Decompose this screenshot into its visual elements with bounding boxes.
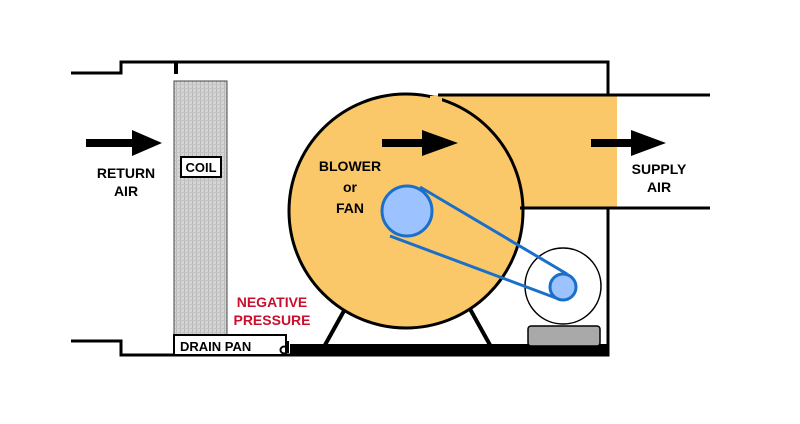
return-air-label-line1: RETURN (97, 165, 155, 181)
motor-base (527, 325, 601, 347)
blower-label-line1: BLOWER (319, 158, 381, 174)
drain-pan-label: DRAIN PAN (180, 339, 251, 354)
coil (173, 80, 228, 336)
supply-air-label-line1: SUPPLY (632, 161, 687, 177)
drain-trap-icon (279, 341, 289, 355)
negative-pressure-label-line2: PRESSURE (233, 312, 310, 328)
blower-base (290, 344, 608, 355)
blower-label-line2: or (343, 179, 358, 195)
negative-pressure-label-line1: NEGATIVE (237, 294, 308, 310)
drive-belt (389, 185, 568, 300)
blower-legs (323, 308, 492, 346)
blower-pulley (380, 184, 434, 238)
supply-air-label-line2: AIR (647, 179, 671, 195)
supply-air-arrow-icon (591, 130, 666, 156)
motor-pulley (548, 272, 578, 302)
return-air-arrow-icon (86, 130, 162, 156)
blower-label-line3: FAN (336, 200, 364, 216)
coil-label-box (180, 156, 222, 178)
coil-hanger (174, 62, 178, 74)
blower-flow-arrow-icon (382, 130, 458, 156)
blower-outlet (430, 96, 442, 207)
return-air-label-line2: AIR (114, 183, 138, 199)
drain-pan (173, 334, 287, 356)
coil-label: COIL (185, 160, 216, 175)
